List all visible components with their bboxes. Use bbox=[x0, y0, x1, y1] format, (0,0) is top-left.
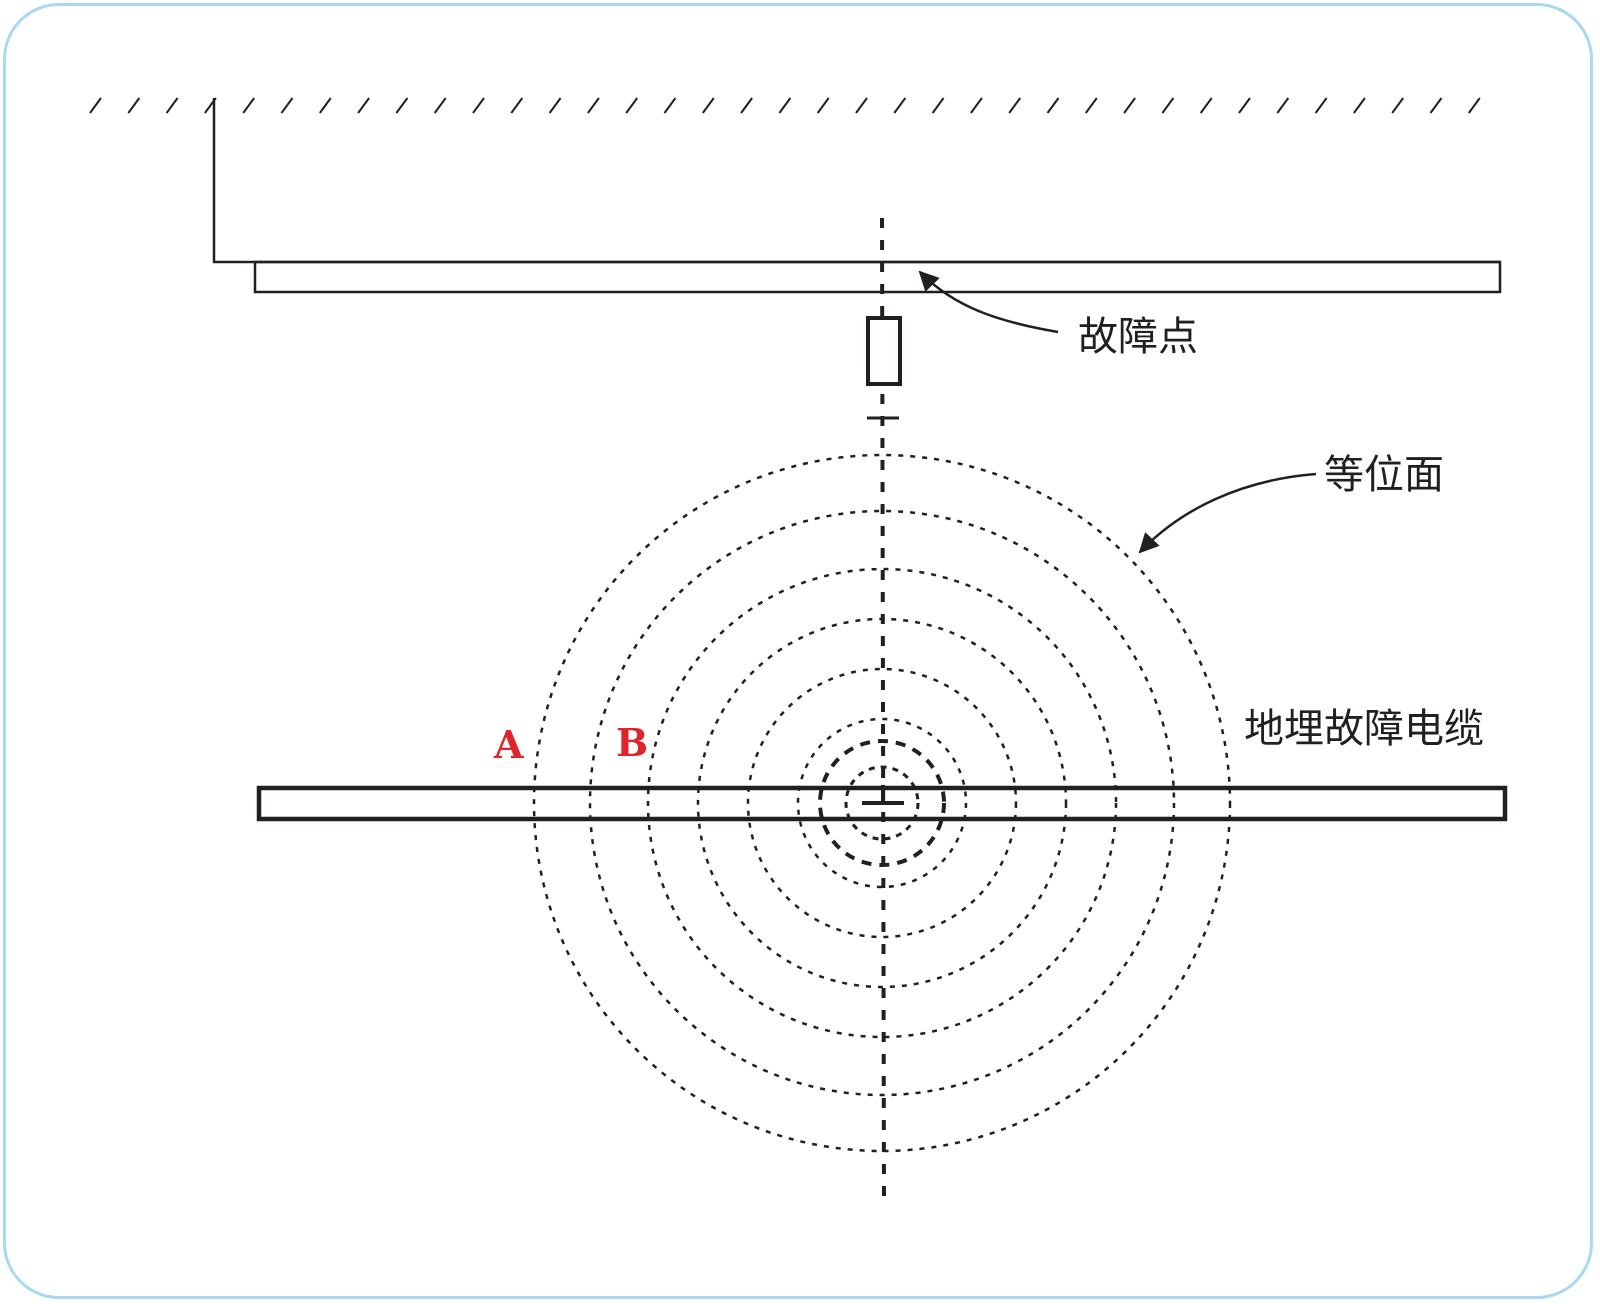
hatch-mark bbox=[587, 97, 600, 114]
equipotential-label: 等位面 bbox=[1324, 452, 1444, 498]
hatch-mark bbox=[1391, 97, 1405, 114]
hatch-mark bbox=[855, 97, 868, 114]
hatch-mark bbox=[89, 97, 102, 114]
hatch-mark bbox=[1238, 97, 1251, 114]
equipotential-ring bbox=[796, 717, 968, 889]
equipotential-ring bbox=[646, 567, 1118, 1039]
hatch-mark bbox=[357, 97, 370, 114]
hatch-mark bbox=[1276, 97, 1290, 114]
probe-lead-wire bbox=[212, 98, 1500, 264]
hatch-mark bbox=[970, 97, 983, 114]
hatch-mark bbox=[893, 97, 907, 114]
hatch-mark bbox=[433, 97, 447, 114]
hatch-mark bbox=[127, 97, 141, 114]
equipotential-ring bbox=[746, 667, 1018, 939]
hatch-mark bbox=[1467, 97, 1481, 114]
hatch-mark bbox=[625, 97, 639, 114]
hatch-mark bbox=[318, 97, 332, 114]
point-b-label: B bbox=[616, 720, 648, 765]
hatch-mark bbox=[1353, 97, 1366, 114]
hatch-mark bbox=[931, 97, 945, 114]
hatch-mark bbox=[510, 97, 524, 114]
hatch-mark bbox=[740, 97, 753, 114]
hatch-mark bbox=[280, 97, 294, 114]
hatch-mark bbox=[1084, 97, 1098, 114]
fault-point-label: 故障点 bbox=[1078, 314, 1198, 360]
hatch-mark bbox=[165, 97, 179, 114]
upper-cable bbox=[253, 260, 1502, 294]
hatch-mark bbox=[663, 97, 677, 114]
hatch-mark bbox=[1123, 97, 1136, 114]
hatch-mark bbox=[816, 97, 830, 114]
equipotential-ring bbox=[532, 453, 1232, 1153]
hatch-mark bbox=[778, 97, 792, 114]
hatch-mark bbox=[1161, 97, 1175, 114]
equipotential-rings bbox=[532, 453, 1232, 1153]
hatch-mark bbox=[1429, 97, 1443, 114]
hatch-mark bbox=[1199, 97, 1213, 114]
buried-cable-label: 地埋故障电缆 bbox=[1244, 706, 1484, 752]
hatch-mark bbox=[548, 97, 562, 114]
equipotential-ring bbox=[696, 617, 1068, 989]
point-a-label: A bbox=[493, 722, 524, 767]
ground-surface-hatch bbox=[89, 97, 1481, 114]
inner-ring-small bbox=[844, 765, 920, 841]
hatch-mark bbox=[472, 97, 485, 114]
hatch-mark bbox=[1046, 97, 1060, 114]
fault-point-arrow bbox=[918, 270, 1059, 334]
fault-indicator-box bbox=[866, 316, 902, 386]
hatch-mark bbox=[701, 97, 715, 114]
inner-ring-bold bbox=[818, 739, 946, 867]
hatch-mark bbox=[395, 97, 409, 114]
hatch-mark bbox=[242, 97, 256, 114]
hatch-mark bbox=[1314, 97, 1328, 114]
equipotential-arrow bbox=[1138, 472, 1317, 554]
hatch-mark bbox=[1008, 97, 1022, 114]
equipotential-ring bbox=[588, 509, 1176, 1097]
